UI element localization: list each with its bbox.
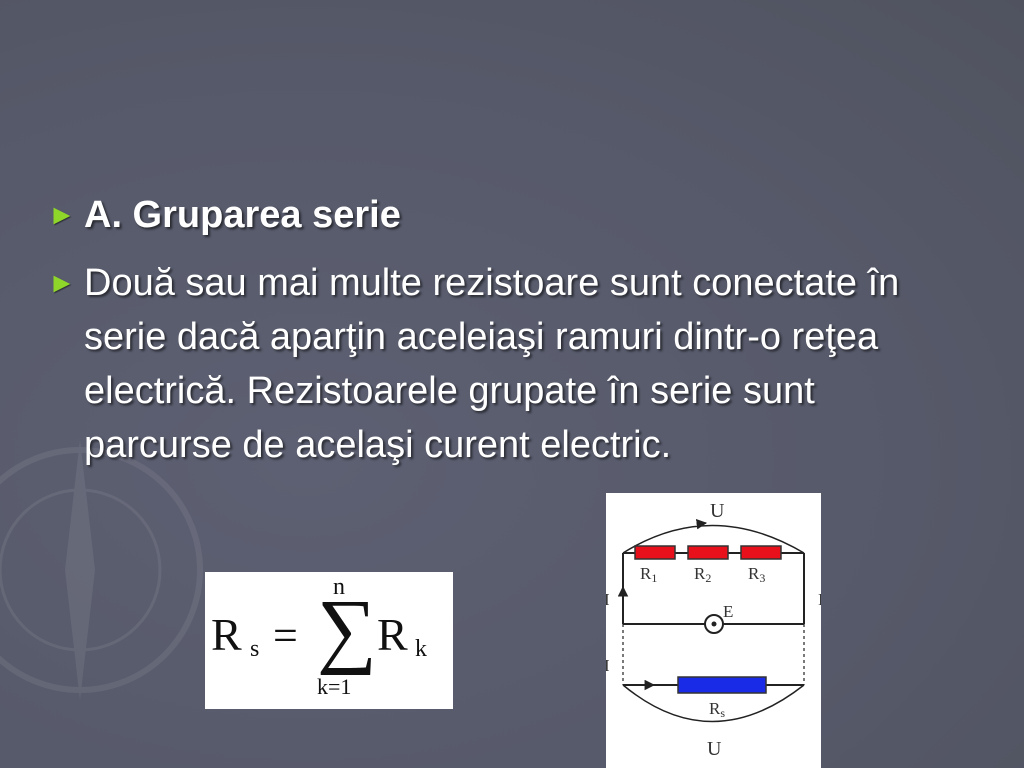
bullet-title-text: A. Gruparea serie [84,194,401,236]
left-current-label-top: I [606,590,610,609]
formula-upper-limit: n [333,574,345,600]
source-label: E [723,602,733,621]
formula-lhs: R [211,609,242,660]
formula-rhs: R [377,609,408,660]
resistor-r3 [740,545,782,560]
bottom-voltage-label: U [707,738,722,760]
right-current-label: I [818,590,821,609]
equivalent-resistor [677,676,767,694]
formula-lower-limit: k=1 [317,674,352,699]
formula-rhs-subscript: k [415,636,427,662]
source-dot [711,621,717,627]
series-resistance-formula: R s = n ∑ k=1 R k [205,572,453,709]
bullet-description-text: Două sau mai multe rezistoare sunt conec… [84,262,900,466]
top-voltage-label: U [710,500,725,522]
bullet-description: ► Două sau mai multe rezistoare sunt con… [48,256,948,472]
top-voltage-arrow-icon [695,518,708,530]
formula-lhs-subscript: s [250,636,260,662]
resistor-r2 [687,545,729,560]
compass-watermark-icon [0,440,203,700]
bullet-arrow-icon: ► [48,199,76,230]
series-circuit-diagram: U R1 R2 R3 I I E [604,493,824,768]
resistor-r1 [634,545,676,560]
resistor-r3-label: R3 [748,564,765,585]
resistor-r1-label: R1 [640,564,657,585]
formula-sum-sign: ∑ [317,583,377,676]
top-voltage-arc [622,524,805,554]
left-current-label-bottom: I [606,656,610,675]
bullet-title: ► A. Gruparea serie [48,188,401,242]
resistor-r2-label: R2 [694,564,711,585]
equivalent-resistor-label: Rs [709,699,725,720]
formula-equals: = [273,611,298,660]
bullet-arrow-icon: ► [48,267,76,298]
bottom-voltage-arc [622,684,805,723]
